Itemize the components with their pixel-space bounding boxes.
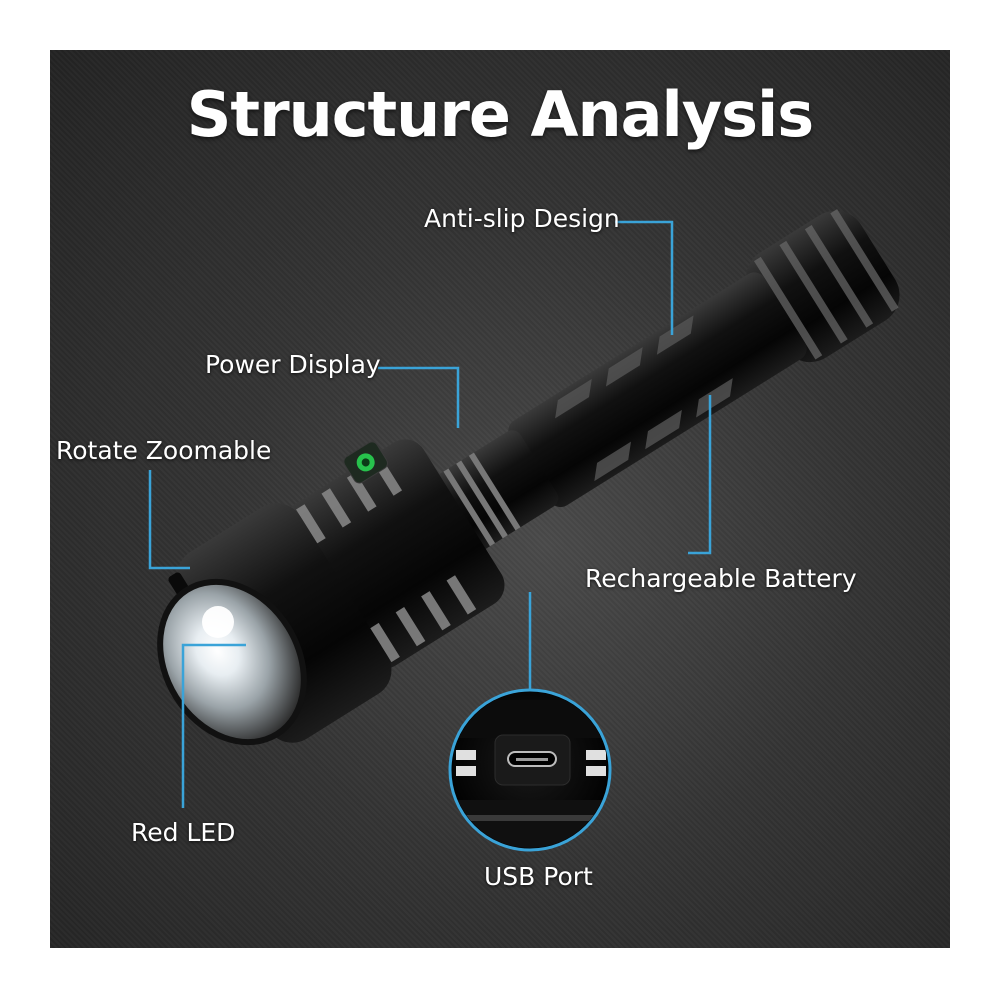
anti-slip-design-label: Anti-slip Design — [424, 204, 620, 233]
usb-port-label: USB Port — [484, 862, 593, 891]
usb-port-inset — [448, 688, 612, 852]
red-led-callout — [181, 643, 246, 808]
page-title: Structure Analysis — [186, 78, 814, 151]
power-display-label: Power Display — [205, 350, 381, 379]
anti-slip-callout — [615, 220, 674, 335]
rotate-zoomable-label: Rotate Zoomable — [56, 436, 272, 465]
power-display-callout — [378, 366, 460, 428]
rechargeable-battery-label: Rechargeable Battery — [585, 564, 857, 593]
red-led-label: Red LED — [131, 818, 236, 847]
callout-lines — [148, 220, 712, 808]
rechargeable-battery-callout — [688, 395, 712, 555]
led-lens — [157, 578, 307, 746]
rotate-zoomable-callout — [148, 470, 190, 570]
